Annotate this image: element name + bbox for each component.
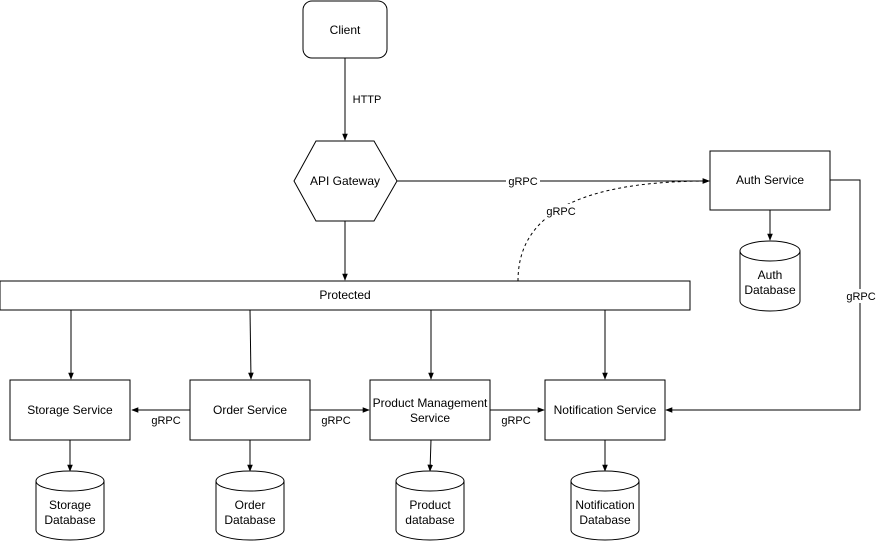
- svg-text:Database: Database: [744, 283, 796, 297]
- svg-text:gRPC: gRPC: [846, 291, 875, 303]
- svg-text:Database: Database: [44, 513, 96, 527]
- svg-text:Auth: Auth: [758, 268, 783, 282]
- edge-label-order-product: gRPC: [318, 413, 354, 427]
- storage-database-node: Storage Database: [35, 470, 105, 541]
- svg-text:Service: Service: [410, 411, 450, 425]
- svg-text:Storage Service: Storage Service: [27, 403, 113, 417]
- svg-text:Order: Order: [235, 498, 266, 512]
- svg-text:API Gateway: API Gateway: [310, 174, 380, 188]
- api-gateway-node: API Gateway: [293, 140, 398, 222]
- protected-node: Protected: [0, 280, 691, 311]
- product-database-node: Product database: [395, 470, 465, 541]
- svg-text:gRPC: gRPC: [321, 415, 350, 427]
- svg-text:database: database: [405, 513, 455, 527]
- svg-text:gRPC: gRPC: [508, 176, 537, 188]
- product-management-service-node: Product Management Service: [369, 379, 491, 441]
- order-database-node: Order Database: [215, 470, 285, 541]
- auth-service-node: Auth Service: [709, 150, 831, 211]
- svg-text:Auth Service: Auth Service: [736, 173, 804, 187]
- edge-label-gateway-auth: gRPC: [506, 174, 540, 188]
- svg-text:gRPC: gRPC: [151, 415, 180, 427]
- svg-text:Product: Product: [409, 498, 451, 512]
- edge-label-product-notification: gRPC: [498, 413, 534, 427]
- order-service-node: Order Service: [189, 379, 311, 441]
- edge-label-http: HTTP: [350, 91, 384, 107]
- svg-text:Protected: Protected: [319, 288, 370, 302]
- edge-label-auth-notification: gRPC: [844, 289, 876, 303]
- storage-service-node: Storage Service: [9, 379, 131, 441]
- svg-text:Notification Service: Notification Service: [554, 403, 657, 417]
- edge-protected-to-auth: [517, 178, 710, 282]
- svg-text:Storage: Storage: [49, 498, 91, 512]
- notification-database-node: Notification Database: [570, 470, 640, 541]
- edge-label-order-storage: gRPC: [148, 413, 184, 427]
- notification-service-node: Notification Service: [544, 379, 666, 441]
- edge-product-to-productdb: [427, 439, 434, 472]
- svg-text:Database: Database: [579, 513, 631, 527]
- svg-text:Client: Client: [330, 23, 361, 37]
- svg-text:Product Management: Product Management: [373, 396, 488, 410]
- edge-protected-to-order: [248, 309, 254, 380]
- auth-database-node: Auth Database: [739, 240, 801, 312]
- svg-text:Notification: Notification: [575, 498, 634, 512]
- svg-text:gRPC: gRPC: [501, 415, 530, 427]
- svg-text:HTTP: HTTP: [353, 94, 382, 106]
- client-node: Client: [302, 0, 388, 59]
- svg-text:Database: Database: [224, 513, 276, 527]
- edge-label-protected-auth: gRPC: [544, 204, 578, 218]
- svg-text:Order Service: Order Service: [213, 403, 287, 417]
- svg-text:gRPC: gRPC: [546, 206, 575, 218]
